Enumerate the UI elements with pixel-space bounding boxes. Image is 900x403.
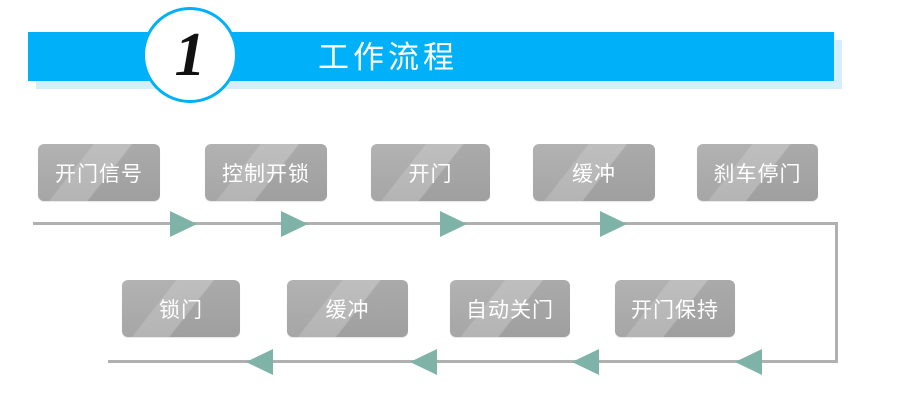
flow-step-box[interactable]: 控制开锁 — [205, 144, 327, 201]
flow-arrow-right-icon — [170, 211, 197, 237]
flow-step-label: 开门保持 — [631, 298, 719, 322]
flow-line-row1 — [33, 222, 838, 225]
flow-line-row2 — [108, 360, 838, 363]
flow-step-label: 刹车停门 — [713, 162, 802, 186]
flow-step-label: 锁门 — [159, 298, 203, 322]
flow-step-label: 缓冲 — [572, 162, 616, 186]
flow-line-right-connector — [835, 222, 838, 363]
flow-arrow-left-icon — [735, 349, 762, 375]
flow-step-label: 控制开锁 — [222, 162, 310, 186]
step-number-label: 1 — [174, 21, 206, 89]
flow-step-label: 开门信号 — [55, 162, 143, 186]
page-title: 工作流程 — [318, 40, 458, 75]
flow-step-box[interactable]: 开门保持 — [615, 280, 735, 337]
flow-step-label: 自动关门 — [466, 298, 554, 322]
flow-step-box[interactable]: 开门 — [371, 144, 490, 201]
flow-arrow-left-icon — [246, 349, 273, 375]
flow-step-box[interactable]: 自动关门 — [450, 280, 570, 337]
flow-arrow-right-icon — [440, 211, 467, 237]
flow-step-box[interactable]: 刹车停门 — [697, 144, 818, 201]
flow-arrow-right-icon — [600, 211, 627, 237]
flow-step-box[interactable]: 缓冲 — [287, 280, 408, 337]
flow-step-label: 缓冲 — [325, 298, 370, 322]
flow-arrow-left-icon — [572, 349, 599, 375]
flow-arrow-right-icon — [281, 211, 308, 237]
step-number-badge: 1 — [142, 7, 238, 103]
flow-step-box[interactable]: 锁门 — [122, 280, 240, 337]
flow-step-box[interactable]: 开门信号 — [38, 144, 160, 201]
flow-step-label: 开门 — [408, 162, 453, 186]
flow-step-box[interactable]: 缓冲 — [533, 144, 655, 201]
flow-arrow-left-icon — [410, 349, 437, 375]
